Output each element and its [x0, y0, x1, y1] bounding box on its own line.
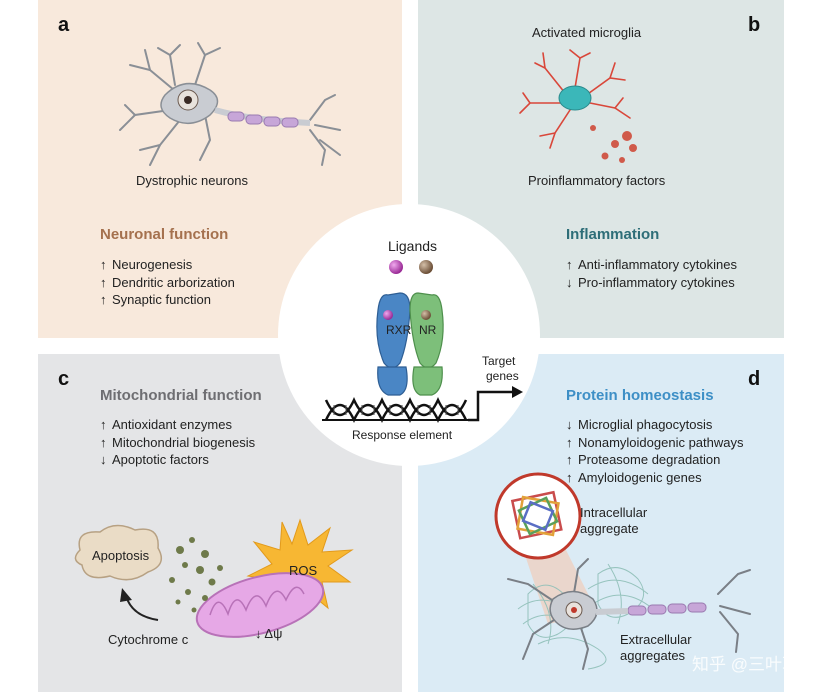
panel-b-letter: b [748, 14, 761, 36]
aggregate-neuron-illustration [494, 472, 751, 670]
neuronal-function-list: ↑Neurogenesis ↑Dendritic arborization ↑S… [100, 256, 235, 309]
list-item: ↑Proteasome degradation [566, 452, 721, 467]
list-item: ↑Anti-inflammatory cytokines [566, 257, 737, 272]
protein-homeostasis-heading: Protein homeostasis [566, 387, 714, 404]
list-item: ↓Apoptotic factors [100, 452, 209, 467]
delta-psi-label: ↓ Δψ [255, 626, 283, 641]
genes-label: genes [486, 369, 519, 383]
apoptosis-cell-shape [74, 524, 163, 581]
intracellular-label-1: Intracellular [580, 505, 648, 520]
target-label: Target [482, 354, 516, 368]
ros-label: ROS [289, 563, 318, 578]
extracellular-label-1: Extracellular [620, 632, 692, 647]
dystrophic-neuron-illustration [119, 42, 341, 166]
target-genes-arrow [512, 386, 523, 398]
receptor-dna-illustration [322, 260, 523, 423]
rxr-label: RXR [386, 323, 412, 337]
ligands-label: Ligands [388, 238, 438, 254]
list-item: ↑Mitochondrial biogenesis [100, 434, 256, 450]
panel-c-letter: c [58, 368, 70, 390]
panel-a-letter: a [58, 14, 70, 36]
apoptosis-label: Apoptosis [92, 548, 150, 563]
ligand-brown [419, 260, 433, 274]
cytochrome-c-label: Cytochrome c [108, 632, 189, 647]
proinflammatory-factors-label: Proinflammatory factors [528, 173, 666, 188]
mitochondria-illustration [74, 518, 354, 638]
list-item: ↑Synaptic function [100, 292, 212, 307]
ligand-purple [389, 260, 403, 274]
panel-d-letter: d [748, 368, 761, 390]
neuronal-function-heading: Neuronal function [100, 226, 229, 243]
mitochondrial-function-heading: Mitochondrial function [100, 387, 262, 404]
list-item: ↓Pro-inflammatory cytokines [566, 274, 735, 290]
protein-homeostasis-list: ↓Microglial phagocytosis ↑Nonamyloidogen… [566, 416, 743, 486]
list-item: ↑Nonamyloidogenic pathways [566, 434, 744, 450]
center-circle [278, 204, 540, 466]
dystrophic-neurons-label: Dystrophic neurons [136, 173, 248, 188]
list-item: ↑Neurogenesis [100, 257, 193, 272]
list-item: ↑Amyloidogenic genes [566, 469, 702, 485]
intracellular-aggregate-circle [494, 472, 582, 560]
inflammation-heading: Inflammation [566, 226, 660, 243]
watermark: 知乎 @三叶草 [692, 655, 799, 674]
response-element-label: Response element [352, 428, 453, 442]
list-item: ↓Microglial phagocytosis [566, 417, 713, 432]
intracellular-label-2: aggregate [580, 521, 639, 536]
nr-label: NR [419, 323, 437, 337]
mitochondrion-shape [195, 572, 325, 638]
activated-microglia-illustration [519, 49, 637, 163]
list-item: ↑Dendritic arborization [100, 274, 235, 290]
list-item: ↑Antioxidant enzymes [100, 417, 232, 432]
mitochondrial-function-list: ↑Antioxidant enzymes ↑Mitochondrial biog… [100, 416, 255, 469]
activated-microglia-label: Activated microglia [532, 25, 642, 40]
inflammation-list: ↑Anti-inflammatory cytokines ↓Pro-inflam… [566, 256, 737, 291]
extracellular-label-2: aggregates [620, 648, 686, 663]
